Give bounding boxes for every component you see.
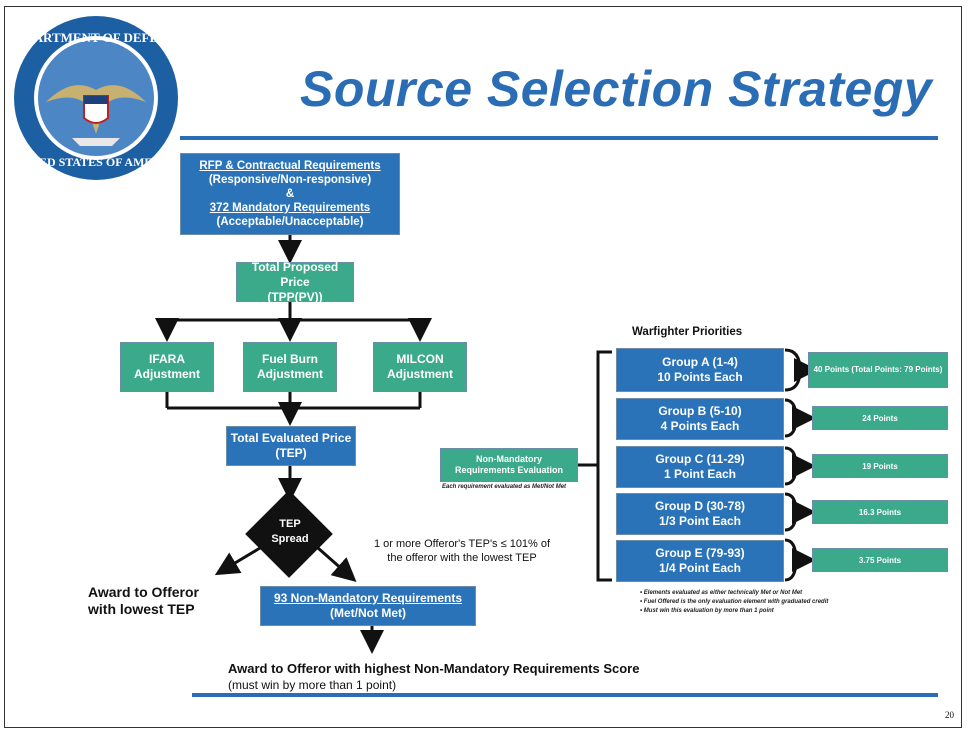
group-b-line2: 4 Points Each xyxy=(660,419,740,433)
svg-text:DEPARTMENT OF DEFENSE: DEPARTMENT OF DEFENSE xyxy=(12,30,180,45)
non-mandatory-evaluation-box: Non-Mandatory Requirements Evaluation xyxy=(440,448,578,482)
footnote-1: • Elements evaluated as either technical… xyxy=(640,590,803,596)
page-number: 20 xyxy=(945,710,954,720)
award-highest-line1: Award to Offeror with highest Non-Mandat… xyxy=(228,661,640,676)
total-proposed-price-box: Total Proposed Price (TPP(PV)) xyxy=(236,259,354,304)
slide-frame xyxy=(4,6,962,728)
fuel-line2: Adjustment xyxy=(257,367,323,381)
footnote-1-text: Elements evaluated as either technically… xyxy=(643,590,803,596)
group-b-line1: Group B (5-10) xyxy=(658,404,742,418)
warfighter-heading: Warfighter Priorities xyxy=(632,326,743,338)
nm-eval-line1: Non-Mandatory xyxy=(476,454,542,464)
milcon-line2: Adjustment xyxy=(387,367,453,381)
group-a-line1: Group A (1-4) xyxy=(662,355,738,369)
non-mandatory-box: 93 Non-Mandatory Requirements (Met/Not M… xyxy=(260,586,476,626)
total-evaluated-price-box: Total Evaluated Price (TEP) xyxy=(226,426,356,466)
group-d-line1: Group D (30-78) xyxy=(654,499,745,513)
group-b-box: Group B (5-10) 4 Points Each xyxy=(616,398,784,440)
non-mandatory-line1: 93 Non-Mandatory Requirements xyxy=(273,591,463,605)
mandatory-line: 372 Mandatory Requirements xyxy=(209,202,371,214)
group-c-line1: Group C (11-29) xyxy=(655,452,745,466)
footnote-2-text: Fuel Offered is the only evaluation elem… xyxy=(643,599,829,605)
group-a-result: 40 Points (Total Points: 79 Points) xyxy=(808,352,948,388)
non-mandatory-line2: (Met/Not Met) xyxy=(330,606,406,620)
group-d-line2: 1/3 Point Each xyxy=(658,514,742,528)
ampersand-line: & xyxy=(285,188,295,200)
responsive-line: (Responsive/Non-responsive) xyxy=(208,174,372,186)
ifara-line2: Adjustment xyxy=(134,367,200,381)
title-divider xyxy=(180,136,938,140)
acceptable-line: (Acceptable/Unacceptable) xyxy=(216,216,364,228)
decision-note: 1 or more Offeror's TEP's ≤ 101% of the … xyxy=(352,537,572,565)
group-e-result: 3.75 Points xyxy=(812,548,948,572)
tep-spread-label: TEP Spread xyxy=(262,517,318,547)
group-b-result: 24 Points xyxy=(812,406,948,430)
group-e-box: Group E (79-93) 1/4 Point Each xyxy=(616,540,784,582)
tep-line1: Total Evaluated Price xyxy=(230,431,352,445)
bottom-divider xyxy=(192,693,938,697)
group-a-box: Group A (1-4) 10 Points Each xyxy=(616,348,784,392)
award-highest-line2: (must win by more than 1 point) xyxy=(228,678,397,692)
fuel-burn-adjustment-box: Fuel Burn Adjustment xyxy=(243,342,337,392)
group-c-result: 19 Points xyxy=(812,454,948,478)
group-d-result: 16.3 Points xyxy=(812,500,948,524)
rfp-line: RFP & Contractual Requirements xyxy=(199,160,381,172)
fuel-line1: Fuel Burn xyxy=(262,352,318,366)
slide-title: Source Selection Strategy xyxy=(300,61,933,117)
ifara-line1: IFARA xyxy=(149,352,185,366)
group-c-box: Group C (11-29) 1 Point Each xyxy=(616,446,784,488)
decision-note-line2: the offeror with the lowest TEP xyxy=(387,552,537,564)
footnote-3-text: Must win this evaluation by more than 1 … xyxy=(643,608,774,614)
award-lowest-line1: Award to Offeror xyxy=(88,584,199,600)
award-lowest-tep: Award to Offeror with lowest TEP xyxy=(88,584,199,618)
decision-line1: TEP xyxy=(279,518,301,530)
group-c-line2: 1 Point Each xyxy=(663,467,737,481)
group-d-box: Group D (30-78) 1/3 Point Each xyxy=(616,493,784,535)
requirements-box: RFP & Contractual Requirements (Responsi… xyxy=(180,153,400,235)
svg-text:UNITED STATES OF AMERICA: UNITED STATES OF AMERICA xyxy=(12,155,180,169)
group-e-line1: Group E (79-93) xyxy=(655,546,745,560)
milcon-line1: MILCON xyxy=(396,352,444,366)
tpp-line2: (TPP(PV)) xyxy=(267,289,323,304)
decision-note-line1: 1 or more Offeror's TEP's ≤ 101% of xyxy=(373,538,551,550)
footnote-2: • Fuel Offered is the only evaluation el… xyxy=(640,599,829,605)
award-highest-score: Award to Offeror with highest Non-Mandat… xyxy=(228,660,639,694)
nm-eval-caption: Each requirement evaluated as Met/Not Me… xyxy=(442,484,567,490)
award-lowest-line2: with lowest TEP xyxy=(88,601,195,617)
nm-eval-line2: Requirements Evaluation xyxy=(454,465,564,475)
group-e-line2: 1/4 Point Each xyxy=(658,561,742,575)
dod-seal-logo: DEPARTMENT OF DEFENSE UNITED STATES OF A… xyxy=(12,16,180,180)
tpp-line1: Total Proposed Price xyxy=(251,259,339,289)
group-a-line2: 10 Points Each xyxy=(657,370,743,384)
milcon-adjustment-box: MILCON Adjustment xyxy=(373,342,467,392)
ifara-adjustment-box: IFARA Adjustment xyxy=(120,342,214,392)
footnote-3: • Must win this evaluation by more than … xyxy=(640,608,774,614)
decision-line2: Spread xyxy=(271,533,309,545)
tep-line2: (TEP) xyxy=(275,446,307,460)
